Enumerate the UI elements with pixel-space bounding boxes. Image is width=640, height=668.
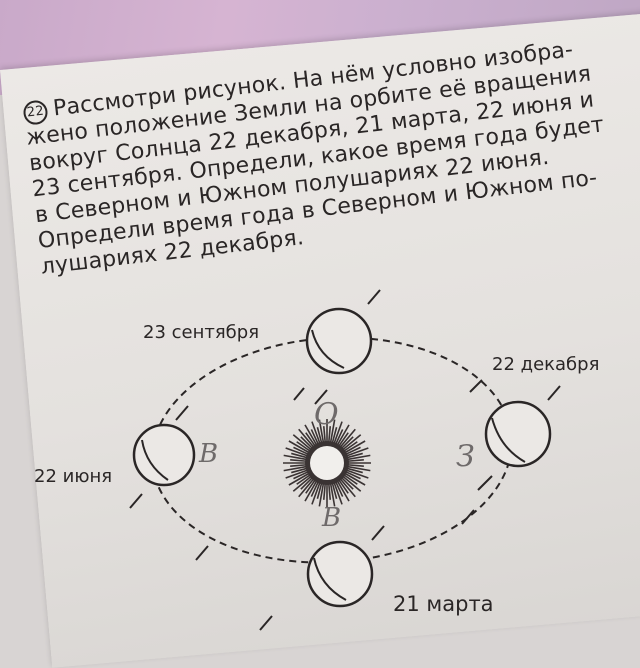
earth-mar xyxy=(259,525,385,631)
earth-sep xyxy=(305,289,381,405)
orbit-marks xyxy=(195,379,483,561)
sun-icon xyxy=(283,419,371,507)
label-jun: 22 июня xyxy=(34,466,113,487)
label-sep: 23 сентября xyxy=(143,322,260,343)
label-mar: 21 марта xyxy=(393,592,494,616)
handwritten-autumn: О xyxy=(314,397,339,432)
handwritten-spring: В xyxy=(321,503,341,533)
label-dec: 22 декабря xyxy=(492,354,600,375)
earth-jun xyxy=(129,405,196,509)
orbit-diagram: В З О В xyxy=(129,289,561,631)
handwritten-winter: З xyxy=(456,439,475,474)
handwritten-summer: В xyxy=(198,439,218,469)
earth-dec xyxy=(477,385,561,491)
